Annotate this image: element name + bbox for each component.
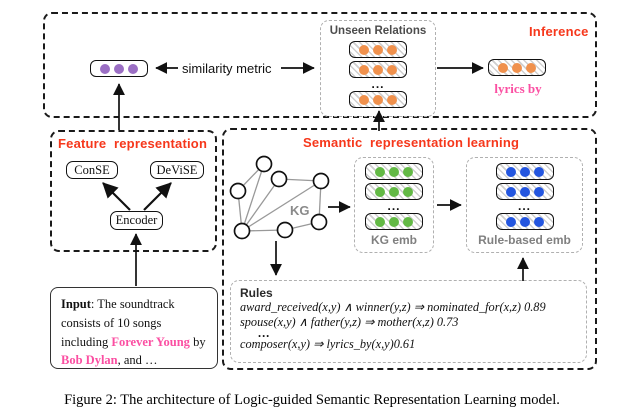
unseen-relation-embedding — [349, 91, 407, 108]
rule-formula: spouse(x,y) ∧ father(y,z) ⇒ mother(x,z) … — [240, 315, 459, 329]
rule-based-embedding — [495, 163, 554, 180]
encoder-box: Encoder — [110, 211, 163, 230]
orange-dot — [373, 64, 383, 75]
unseen-relation-embedding — [349, 41, 407, 58]
input-text-box: Input: The soundtrack consists of 10 son… — [50, 287, 218, 369]
blue-dot — [533, 186, 544, 197]
orange-dot — [526, 62, 536, 73]
orange-dot — [498, 62, 508, 73]
rule-formula: composer(x,y) ⇒ lyrics_by(x,y)0.61 — [240, 337, 416, 352]
green-dot — [389, 186, 399, 197]
green-dot — [389, 166, 399, 177]
orange-dot — [373, 94, 383, 105]
kg-graph-label: KG — [290, 203, 310, 218]
unseen-relation-embedding — [349, 61, 407, 78]
rule-formula: award_received(x,y) ∧ winner(y,z) ⇒ nomi… — [240, 300, 546, 314]
green-dot — [389, 216, 399, 227]
blue-dot — [505, 186, 516, 197]
orange-dot — [359, 64, 369, 75]
figure-caption: Figure 2: The architecture of Logic-guid… — [64, 392, 560, 408]
semantic-learning-title: Semantic representation learning — [303, 135, 520, 150]
kg-embedding — [365, 163, 423, 180]
input-text: , and … — [117, 353, 158, 368]
blue-dot — [519, 186, 530, 197]
blue-dot — [519, 166, 530, 177]
rule-based-embedding — [495, 183, 554, 200]
purple-dot — [128, 63, 138, 74]
green-dot — [403, 216, 413, 227]
query-embedding — [90, 60, 148, 77]
rule-based-emb-label: Rule-based emb — [478, 233, 571, 247]
rules-box: Rules award_received(x,y) ∧ winner(y,z) … — [230, 280, 587, 363]
green-dot — [375, 186, 385, 197]
orange-dot — [373, 44, 383, 55]
entity-forever-young: Forever Young — [111, 334, 190, 349]
kg-emb-box: ... KG emb — [354, 157, 434, 253]
entity-bob-dylan: Bob Dylan — [61, 353, 118, 368]
rule-based-emb-box: ... Rule-based emb — [466, 157, 583, 253]
green-dot — [403, 186, 413, 197]
feature-representation-section — [50, 130, 217, 252]
orange-dot — [512, 62, 522, 73]
orange-dot — [387, 64, 397, 75]
blue-dot — [505, 166, 516, 177]
feature-representation-title: Feature representation — [58, 136, 208, 151]
green-dot — [375, 216, 385, 227]
ellipsis: ... — [517, 199, 531, 213]
ellipsis: ... — [387, 199, 401, 213]
orange-dot — [387, 94, 397, 105]
input-text: by — [189, 334, 206, 349]
unseen-relations-title: Unseen Relations — [329, 25, 427, 37]
orange-dot — [387, 44, 397, 55]
kg-embedding — [365, 183, 423, 200]
predicted-relation-embedding — [488, 59, 546, 76]
lyrics-by-label: lyrics by — [494, 81, 542, 96]
green-dot — [403, 166, 413, 177]
rule-based-embedding — [495, 213, 554, 230]
purple-dot — [114, 63, 124, 74]
devise-box: DeViSE — [150, 161, 204, 179]
orange-dot — [359, 44, 369, 55]
ellipsis: ... — [371, 77, 385, 91]
rules-title: Rules — [240, 286, 273, 300]
input-text: : The soundtrack consists of 10 songs in… — [61, 297, 175, 349]
semantic-learning-section — [222, 128, 597, 370]
kg-emb-label: KG emb — [370, 233, 417, 247]
input-label: Input — [61, 297, 91, 311]
inference-section — [43, 12, 597, 118]
blue-dot — [533, 166, 544, 177]
orange-dot — [359, 94, 369, 105]
blue-dot — [505, 216, 516, 227]
conse-box: ConSE — [66, 161, 118, 179]
blue-dot — [519, 216, 530, 227]
purple-dot — [100, 63, 110, 74]
inference-title: Inference — [529, 24, 589, 39]
similarity-metric-label: similarity metric — [182, 61, 272, 76]
green-dot — [375, 166, 385, 177]
ellipsis: ... — [258, 326, 271, 340]
kg-embedding — [365, 213, 423, 230]
unseen-relations-box: Unseen Relations ... — [320, 20, 436, 117]
blue-dot — [533, 216, 544, 227]
